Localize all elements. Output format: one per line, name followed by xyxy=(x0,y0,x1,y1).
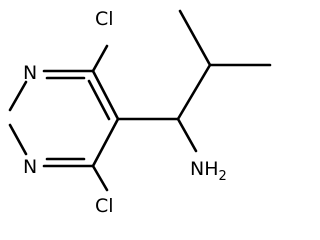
bond-c6-c5 xyxy=(91,117,120,168)
bond-ch-nh2 xyxy=(176,117,198,153)
atom-n3: N xyxy=(23,62,37,84)
bond-c4-cl xyxy=(91,44,109,73)
amine-label: NH xyxy=(190,158,219,180)
bond-c5-c4-inner xyxy=(87,79,111,121)
atom-n1: N xyxy=(23,156,37,178)
bond-n3-c2 xyxy=(8,80,28,112)
atom-amine: NH2 xyxy=(190,158,227,184)
bond-c6-cl xyxy=(91,164,109,192)
atom-cl-bottom: Cl xyxy=(95,195,114,217)
bond-c2-n1 xyxy=(8,123,28,156)
bond-ch-isopropyl xyxy=(176,63,212,121)
atom-labels: Cl N N Cl NH2 xyxy=(23,8,227,217)
amine-subscript: 2 xyxy=(219,169,227,184)
atom-cl-top: Cl xyxy=(95,8,114,30)
bonds xyxy=(8,9,272,192)
bond-c5-c4 xyxy=(91,69,120,121)
chemical-structure: Cl N N Cl NH2 xyxy=(8,8,272,217)
bond-isopropyl-methyl-up xyxy=(178,9,212,67)
